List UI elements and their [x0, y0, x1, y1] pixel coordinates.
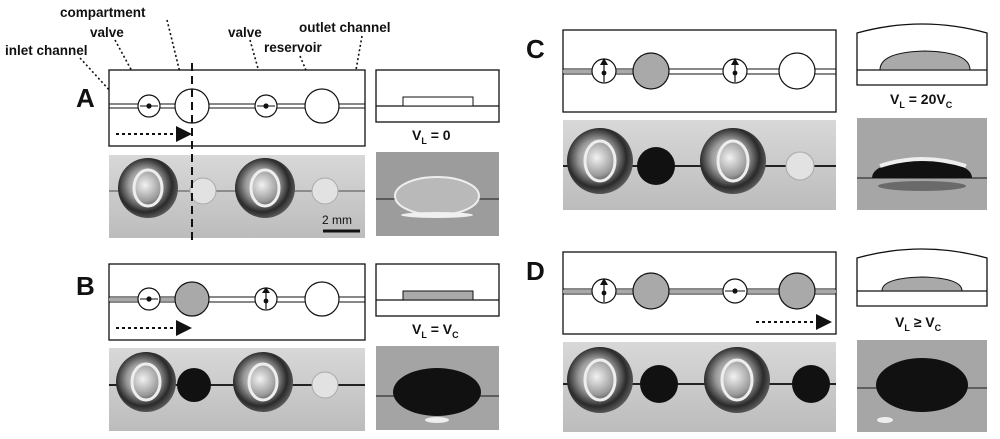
equation-c: VL = 20VC	[890, 91, 953, 110]
equation-b: VL = VC	[412, 321, 459, 340]
droplet-side	[394, 176, 480, 216]
label-valve-right: valve	[228, 25, 262, 40]
droplet-compartment	[640, 365, 678, 403]
panel-letter-b: B	[76, 271, 95, 301]
svg-text:VL ≥ VC: VL ≥ VC	[895, 314, 942, 333]
droplet-compartment	[637, 147, 675, 185]
compartment-filled	[174, 281, 210, 317]
equation-d: VL ≥ VC	[895, 314, 942, 333]
valve-photo	[235, 158, 295, 218]
valve-photo	[233, 352, 293, 412]
reservoir-empty	[778, 52, 816, 90]
droplet-reservoir	[792, 365, 830, 403]
valve-photo	[700, 128, 766, 194]
valve-photo	[118, 158, 178, 218]
panel-letter-c: C	[526, 34, 545, 64]
scale-bar-label: 2 mm	[322, 213, 352, 227]
valve-photo	[116, 352, 176, 412]
reservoir-filled	[778, 272, 816, 310]
label-reservoir: reservoir	[264, 40, 323, 55]
panel-letter-a: A	[76, 83, 95, 113]
svg-text:VL = 0: VL = 0	[412, 127, 451, 146]
panel-letter-d: D	[526, 256, 545, 286]
reservoir-empty	[304, 88, 340, 124]
side-schematic-b	[375, 263, 500, 317]
svg-text:VL = 20VC: VL = 20VC	[890, 91, 953, 110]
label-outlet-channel: outlet channel	[299, 20, 391, 35]
label-valve-left: valve	[90, 25, 124, 40]
label-inlet-channel: inlet channel	[5, 43, 88, 58]
reservoir-empty	[304, 281, 340, 317]
side-schematic-a	[375, 69, 500, 123]
panel-a: A 2 mm VL = 0	[76, 63, 500, 241]
droplet-compartment	[177, 368, 211, 402]
compartment-filled	[632, 272, 670, 310]
droplet-side	[872, 160, 972, 178]
panel-c: C VL = 20VC	[526, 23, 988, 210]
annotation-labels: compartment valve inlet channel valve ou…	[5, 5, 391, 105]
droplet-side	[876, 358, 968, 412]
panel-d: D VL ≥ VC	[526, 248, 988, 432]
compartment-filled	[632, 52, 670, 90]
valve-photo	[567, 347, 633, 413]
valve-photo	[567, 128, 633, 194]
panel-b: B VL = VC	[76, 263, 500, 431]
svg-text:VL = VC: VL = VC	[412, 321, 459, 340]
droplet-side	[393, 368, 481, 416]
label-compartment: compartment	[60, 5, 146, 20]
valve-photo	[704, 347, 770, 413]
equation-a: VL = 0	[412, 127, 451, 146]
